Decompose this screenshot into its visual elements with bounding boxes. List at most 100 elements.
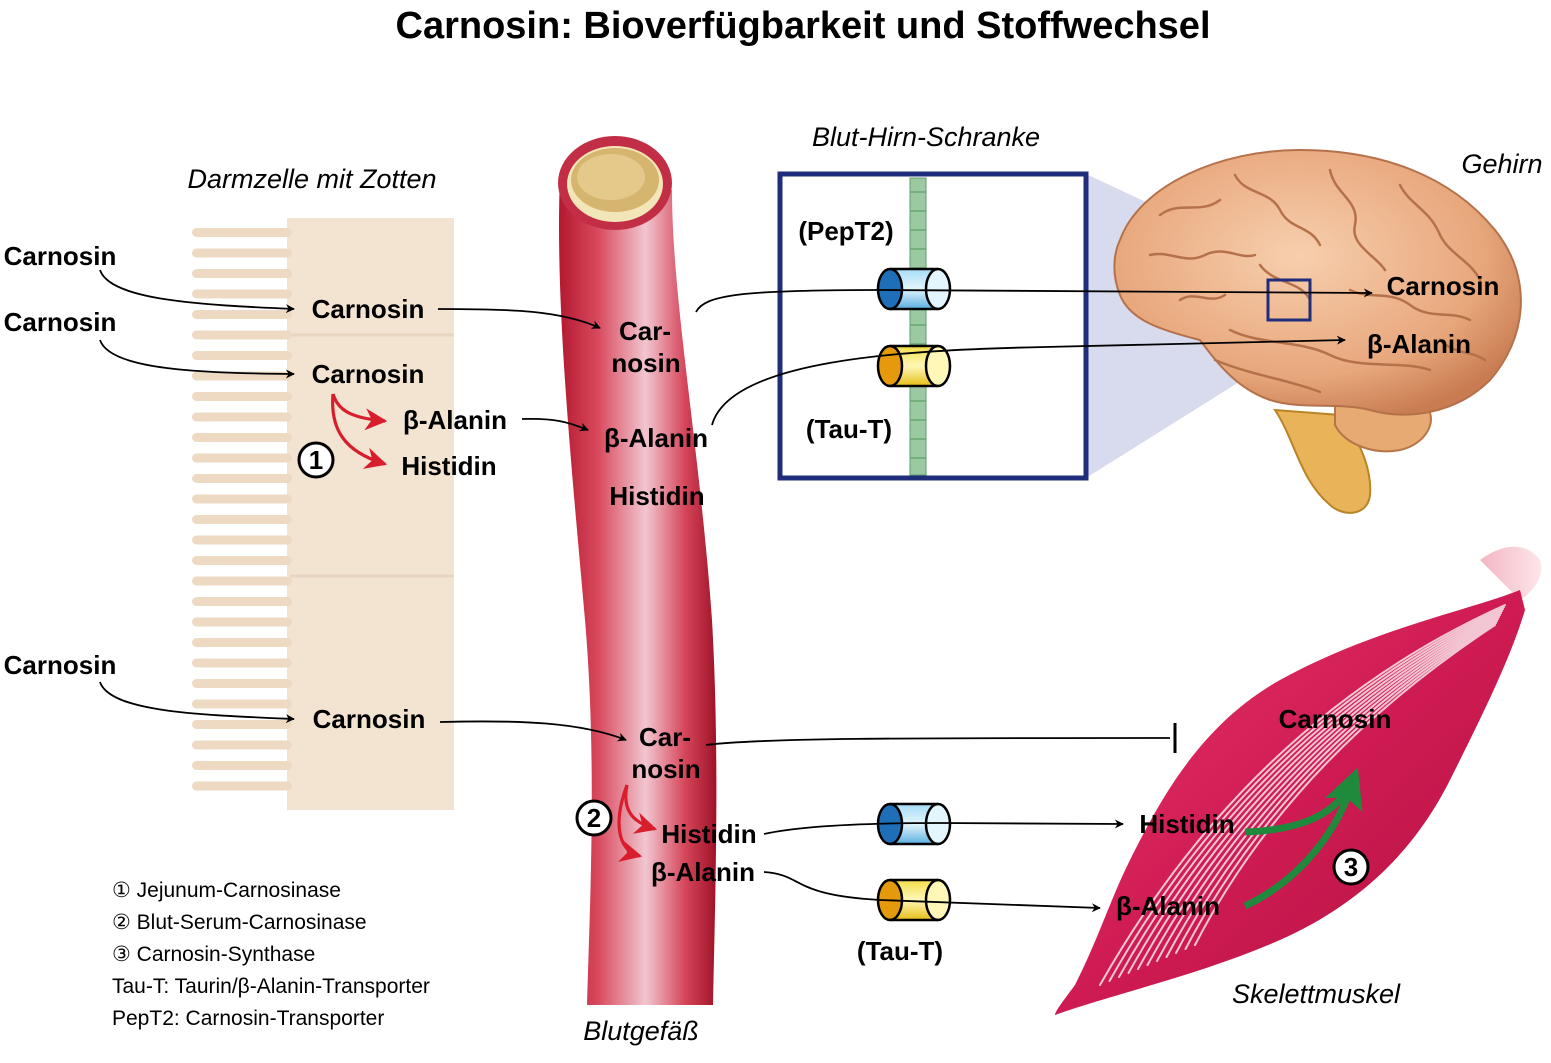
arrow-intake-3 (99, 681, 295, 724)
marker-2 (575, 799, 613, 837)
villus (192, 597, 292, 606)
marker-2-label: 2 (587, 803, 601, 833)
enzyme-arrows (331, 393, 658, 862)
blood-beta-alanin-2: β-Alanin (651, 857, 755, 887)
blood-beta-alanin-1: β-Alanin (604, 423, 708, 453)
villus (192, 289, 292, 299)
cell-carnosin-2: Carnosin (312, 359, 425, 389)
muscle-fiber (1175, 620, 1498, 954)
intake-carnosin-3: Carnosin (4, 650, 117, 680)
intestinal-cell (192, 218, 454, 810)
intake-carnosin-1: Carnosin (4, 241, 117, 271)
intestine-label: Darmzelle mit Zotten (187, 164, 436, 194)
brain-carnosin: Carnosin (1387, 271, 1500, 301)
muscle-fiber (1184, 622, 1497, 950)
muscle-labels: Carnosin Histidin β-Alanin 3 (1116, 704, 1391, 921)
villus (192, 576, 292, 586)
blood-labels: Car- nosin β-Alanin Histidin Car- nosin … (575, 316, 757, 887)
brain-beta-alanin: β-Alanin (1367, 329, 1471, 359)
villus (192, 351, 292, 360)
legend-item-4: Tau-T: Taurin/β-Alanin-Transporter (112, 975, 430, 998)
arrow-carnosin-blocked (705, 737, 1171, 746)
cell-carnosin-3: Carnosin (313, 704, 426, 734)
vessel-label: Blutgefäß (583, 1016, 699, 1046)
arrow-histidin-to-muscle (763, 819, 1124, 835)
villus (192, 535, 292, 545)
taut-label-bbb: (Tau-T) (806, 414, 892, 444)
arrow-synthase-alanin (1243, 774, 1359, 910)
blood-nosin-2: nosin (631, 754, 700, 784)
arrow-cell-to-blood-2 (439, 720, 627, 742)
arrow-carnosin-to-brain (695, 288, 1373, 313)
marker-3 (1332, 848, 1370, 886)
cell-histidin: Histidin (401, 451, 496, 481)
legend-item-2: ② Blut-Serum-Carnosinase (112, 911, 367, 934)
arrow-alanin-to-brain (711, 335, 1346, 426)
muscle-fiber (1156, 616, 1500, 962)
intake-carnosin-2: Carnosin (4, 307, 117, 337)
villus (192, 433, 292, 442)
arrow-alanin-to-blood (521, 417, 589, 432)
villus (192, 392, 292, 401)
villus (192, 330, 292, 340)
blood-nosin-1: nosin (611, 348, 680, 378)
villus (192, 699, 292, 709)
cell-beta-alanin: β-Alanin (403, 405, 507, 435)
marker-1-label: 1 (309, 445, 323, 475)
legend-item-5: PepT2: Carnosin-Transporter (112, 1007, 384, 1030)
blood-car-2: Car- (639, 722, 691, 752)
villus (192, 720, 292, 729)
villus (192, 412, 292, 422)
villus (192, 556, 292, 565)
blood-histidin-2: Histidin (661, 819, 756, 849)
arrow-serum-alanin (617, 784, 643, 862)
villus (192, 515, 292, 524)
brain-labels: Carnosin β-Alanin (1367, 271, 1499, 359)
synthase-arrows (1243, 767, 1363, 910)
blood-vessel (558, 136, 717, 1005)
bbb-label: Blut-Hirn-Schranke (812, 122, 1040, 152)
cell-carnosin-1: Carnosin (312, 294, 425, 324)
flow-arrows (99, 269, 1373, 913)
blood-histidin-1: Histidin (609, 481, 704, 511)
cell-labels: Carnosin Carnosin β-Alanin Histidin Carn… (297, 294, 507, 734)
villus (192, 310, 292, 319)
arrow-intake-2 (99, 339, 295, 379)
marker-1 (297, 441, 335, 479)
muscle-fiber (1108, 606, 1505, 982)
muscle-beta-alanin: β-Alanin (1116, 891, 1220, 921)
transporter-labels: (PepT2) (Tau-T) (Tau-T) (798, 216, 943, 966)
brain-illustration (1113, 148, 1522, 514)
arrow-cell-to-blood-1 (437, 308, 601, 329)
muscle-fiber (1099, 604, 1506, 986)
muscle-fiber (1137, 612, 1502, 970)
villus (192, 269, 292, 278)
intake-labels: Carnosin Carnosin Carnosin (4, 241, 117, 680)
muscle-fiber (1146, 614, 1501, 966)
villus (192, 617, 292, 627)
villus (192, 638, 292, 647)
arrow-intake-1 (99, 269, 295, 314)
muscle-histidin: Histidin (1139, 809, 1234, 839)
legend-item-1: ① Jejunum-Carnosinase (112, 879, 341, 902)
villus (192, 248, 292, 258)
skeletal-muscle (1055, 546, 1542, 1015)
muscle-fiber (1127, 610, 1503, 974)
pept2-transporter-bbb (876, 267, 952, 311)
muscle-carnosin: Carnosin (1279, 704, 1392, 734)
taut-label-muscle: (Tau-T) (857, 936, 943, 966)
villus (192, 494, 292, 504)
villi (192, 228, 292, 791)
villus (192, 781, 292, 791)
villus (192, 740, 292, 750)
arrow-jejunum-alanin (331, 393, 388, 431)
villus (192, 679, 292, 688)
muscle-fiber (1194, 624, 1496, 946)
villus (192, 474, 292, 483)
arrow-alanin-to-muscle (763, 871, 1101, 913)
arrow-jejunum-histidin (331, 393, 388, 469)
blood-car-1: Car- (619, 316, 671, 346)
villus (192, 228, 292, 237)
brain-label: Gehirn (1461, 149, 1542, 179)
